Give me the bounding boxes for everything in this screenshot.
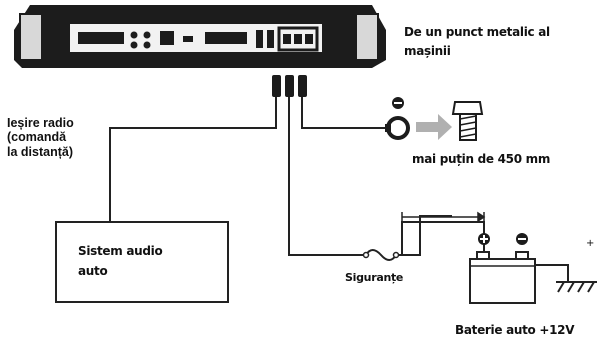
audio-system-label-line2: auto <box>78 263 108 278</box>
fuse-label: Siguranțe <box>345 271 404 284</box>
ground-symbol-icon <box>556 281 597 293</box>
polarity-marks <box>392 97 528 245</box>
ground-point-label-line2: mașinii <box>404 43 451 58</box>
amplifier-icon <box>14 5 386 68</box>
distance-arrow <box>401 211 486 223</box>
radio-output-label-line2: (comandă <box>7 130 67 145</box>
ring-terminal-icon <box>385 116 410 140</box>
arrow-right-icon <box>416 114 452 140</box>
battery-icon <box>469 251 536 304</box>
radio-output-label: Ieșire radio (comandă la distanță) <box>7 116 74 159</box>
ground-point-label-line1: De un punct metalic al <box>404 25 550 39</box>
wires <box>109 97 569 282</box>
edge-plus-mark: + <box>586 238 595 249</box>
radio-output-label-line1: Ieșire radio <box>7 116 74 130</box>
ground-point-label: De un punct metalic al mașinii <box>404 25 550 59</box>
distance-label: mai puțin de 450 mm <box>412 152 551 166</box>
bolt-icon <box>451 101 484 141</box>
audio-system-box <box>55 221 229 303</box>
radio-output-label-line3: la distanță) <box>7 144 73 159</box>
battery-label: Baterie auto +12V <box>455 323 575 337</box>
audio-system-label-line1: Sistem audio <box>78 244 163 258</box>
fuse-icon <box>362 249 400 261</box>
wire-connectors <box>272 75 307 97</box>
audio-system-label: Sistem audio auto <box>78 242 163 282</box>
